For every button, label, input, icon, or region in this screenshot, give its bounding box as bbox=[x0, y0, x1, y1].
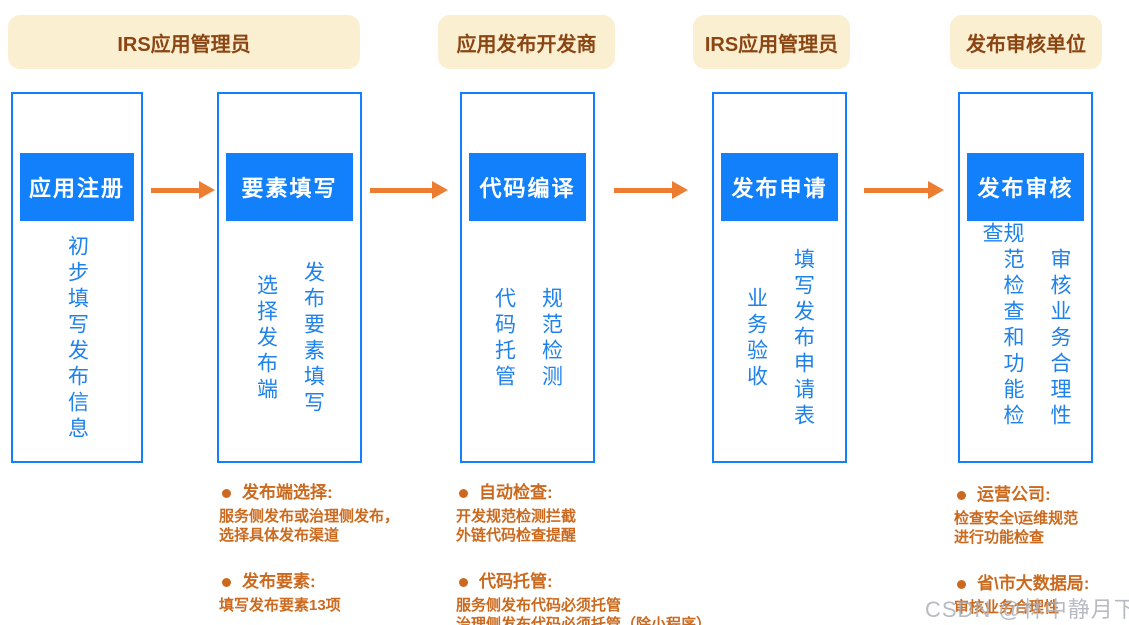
note-item: 自动检查: 开发规范检测拦截 外链代码检查提醒 bbox=[454, 482, 711, 545]
step-box: 代码编译 代码托管 规范检测 bbox=[460, 92, 595, 463]
step-title: 代码编译 bbox=[469, 153, 586, 221]
step-box: 发布审核 规范检查和功能检查 审核业务合理性 bbox=[958, 92, 1093, 463]
bullet-icon bbox=[459, 488, 468, 498]
flow-arrow-icon bbox=[151, 181, 215, 199]
role-badge: IRS应用管理员 bbox=[8, 15, 360, 69]
note-heading: 运营公司: bbox=[977, 485, 1051, 504]
bullet-icon bbox=[957, 490, 966, 500]
note-line: 开发规范检测拦截 bbox=[456, 508, 577, 525]
note-item: 代码托管: 服务侧发布代码必须托管 治理侧发布代码必须托管（除小程序） bbox=[454, 571, 711, 625]
vertical-text-column: 规范检查和功能检查 bbox=[980, 222, 1024, 430]
step-box: 要素填写 选择发布端 发布要素填写 bbox=[217, 92, 362, 463]
note-group: 自动检查: 开发规范检测拦截 外链代码检查提醒 代码托管: 服务侧发布代码必须托… bbox=[454, 482, 711, 625]
note-line: 填写发布要素13项 bbox=[219, 597, 341, 614]
note-item: 发布端选择: 服务侧发布或治理侧发布， 选择具体发布渠道 bbox=[217, 482, 399, 545]
note-line: 检查安全\运维规范 bbox=[954, 510, 1079, 527]
note-line: 选择具体发布渠道 bbox=[219, 527, 340, 544]
note-item: 运营公司: 检查安全\运维规范 进行功能检查 bbox=[952, 484, 1089, 547]
vertical-text-column: 规范检测 bbox=[539, 286, 563, 391]
note-item: 省\市大数据局: 审核业务合理性 bbox=[952, 573, 1089, 617]
step-detail: 业务验收 填写发布申请表 bbox=[716, 222, 843, 455]
watermark: CSDN @林中静月下仙 bbox=[925, 597, 1129, 622]
note-item: 发布要素: 填写发布要素13项 bbox=[217, 571, 399, 615]
flow-arrow-icon bbox=[864, 181, 944, 199]
step-box: 应用注册 初步填写发布信息 bbox=[11, 92, 143, 463]
role-badge: 应用发布开发商 bbox=[438, 15, 615, 69]
note-line: 服务侧发布或治理侧发布， bbox=[219, 508, 400, 525]
bullet-icon bbox=[459, 577, 468, 587]
step-detail: 选择发布端 发布要素填写 bbox=[221, 222, 358, 455]
note-line: 审核业务合理性 bbox=[954, 599, 1060, 616]
note-heading: 省\市大数据局: bbox=[977, 574, 1090, 593]
vertical-text-column: 初步填写发布信息 bbox=[65, 234, 89, 443]
step-title: 发布审核 bbox=[967, 153, 1084, 221]
vertical-text-column: 代码托管 bbox=[492, 286, 516, 391]
step-box: 发布申请 业务验收 填写发布申请表 bbox=[712, 92, 847, 463]
step-detail: 初步填写发布信息 bbox=[15, 222, 139, 455]
vertical-text-column: 业务验收 bbox=[744, 286, 768, 391]
role-badge: IRS应用管理员 bbox=[693, 15, 850, 69]
note-line: 进行功能检查 bbox=[954, 529, 1045, 546]
vertical-text-column: 填写发布申请表 bbox=[791, 247, 815, 430]
bullet-icon bbox=[222, 577, 231, 587]
vertical-text-column: 审核业务合理性 bbox=[1048, 247, 1071, 430]
note-heading: 发布要素: bbox=[242, 572, 316, 591]
flow-arrow-icon bbox=[370, 181, 448, 199]
vertical-text-column: 选择发布端 bbox=[254, 273, 278, 404]
flow-arrow-icon bbox=[614, 181, 688, 199]
bullet-icon bbox=[222, 488, 231, 498]
step-detail: 代码托管 规范检测 bbox=[464, 222, 591, 455]
note-heading: 发布端选择: bbox=[242, 483, 333, 502]
note-group: 发布端选择: 服务侧发布或治理侧发布， 选择具体发布渠道 发布要素: 填写发布要… bbox=[217, 482, 399, 615]
note-group: 运营公司: 检查安全\运维规范 进行功能检查 省\市大数据局: 审核业务合理性 bbox=[952, 484, 1089, 617]
note-line: 服务侧发布代码必须托管 bbox=[456, 597, 622, 614]
step-detail: 规范检查和功能检查 审核业务合理性 bbox=[962, 222, 1089, 455]
step-title: 发布申请 bbox=[721, 153, 838, 221]
note-line: 外链代码检查提醒 bbox=[456, 527, 577, 544]
note-line: 治理侧发布代码必须托管（除小程序） bbox=[456, 616, 712, 625]
step-title: 要素填写 bbox=[226, 153, 353, 221]
bullet-icon bbox=[957, 579, 966, 589]
step-title: 应用注册 bbox=[20, 153, 134, 221]
note-heading: 自动检查: bbox=[479, 483, 553, 502]
role-badge: 发布审核单位 bbox=[950, 15, 1102, 69]
note-heading: 代码托管: bbox=[479, 572, 553, 591]
vertical-text-column: 发布要素填写 bbox=[301, 260, 325, 417]
